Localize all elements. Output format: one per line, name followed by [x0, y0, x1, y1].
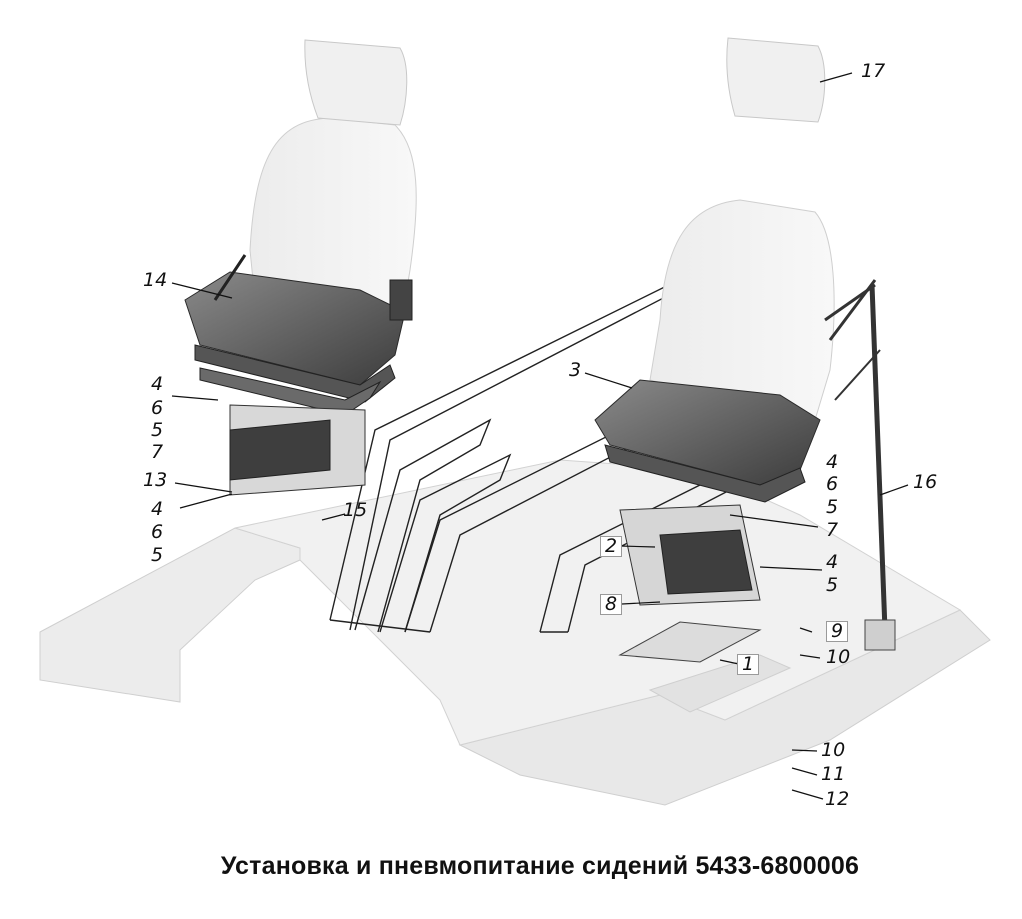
callout-6: 6 — [151, 521, 164, 543]
leader-lines — [171, 72, 909, 800]
callout-7: 7 — [151, 441, 164, 463]
callout-7: 7 — [826, 519, 839, 541]
callout-14: 14 — [143, 269, 168, 291]
callout-4: 4 — [826, 451, 839, 473]
callout-17: 17 — [861, 60, 886, 82]
callout-6: 6 — [151, 397, 164, 419]
callout-6: 6 — [826, 473, 839, 495]
callout-5: 5 — [151, 419, 164, 441]
left-seat — [184, 39, 417, 496]
right-seat — [594, 37, 881, 606]
diagram-caption: Установка и пневмопитание сидений 5433-6… — [220, 852, 860, 880]
seat-belt — [828, 279, 896, 651]
callout-2: 2 — [600, 536, 623, 557]
callout-10: 10 — [821, 739, 846, 761]
callout-12: 12 — [825, 788, 850, 810]
callout-8: 8 — [600, 594, 623, 615]
callout-5: 5 — [826, 574, 839, 596]
callout-4: 4 — [826, 551, 839, 573]
cab-floor — [39, 459, 991, 806]
callout-3: 3 — [569, 359, 582, 381]
callout-4: 4 — [151, 498, 164, 520]
callout-4: 4 — [151, 373, 164, 395]
callout-5: 5 — [151, 544, 164, 566]
callout-1: 1 — [737, 654, 760, 675]
callout-10: 10 — [826, 646, 851, 668]
callout-11: 11 — [821, 763, 846, 785]
callout-16: 16 — [913, 471, 938, 493]
callout-5: 5 — [826, 496, 839, 518]
callout-9: 9 — [826, 621, 849, 642]
callout-13: 13 — [143, 469, 168, 491]
callout-15: 15 — [343, 499, 368, 521]
